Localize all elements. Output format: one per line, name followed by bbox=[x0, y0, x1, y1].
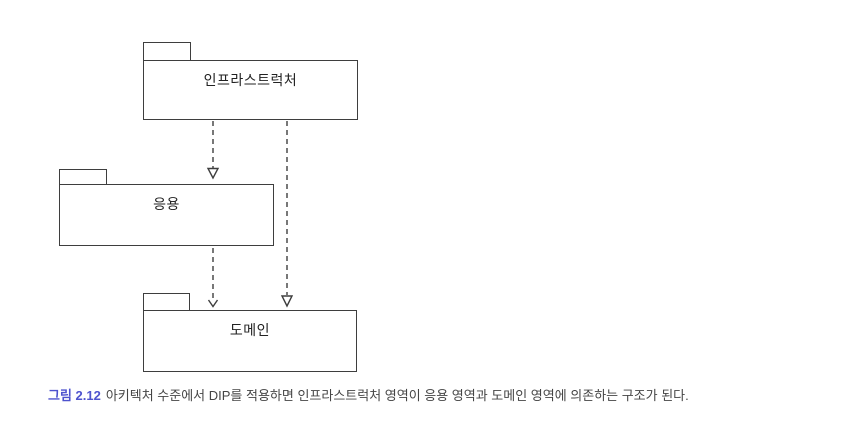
package-label-infrastructure: 인프라스트럭처 bbox=[203, 71, 298, 88]
package-infrastructure: 인프라스트럭처 bbox=[143, 42, 358, 120]
package-tab bbox=[143, 293, 190, 311]
figure-caption-text: 아키텍처 수준에서 DIP를 적용하면 인프라스트럭처 영역이 응용 영역과 도… bbox=[105, 388, 689, 403]
dependency-arrow-infrastructure-to-domain bbox=[280, 121, 294, 308]
package-label-domain: 도메인 bbox=[229, 321, 271, 338]
package-tab bbox=[143, 42, 191, 61]
package-label-application: 응용 bbox=[153, 195, 180, 212]
package-body: 응용 bbox=[59, 183, 274, 246]
package-domain: 도메인 bbox=[143, 293, 358, 372]
package-application: 응용 bbox=[59, 169, 274, 246]
package-body: 인프라스트럭처 bbox=[143, 59, 358, 120]
figure-caption: 그림 2.12 아키텍처 수준에서 DIP를 적용하면 인프라스트럭처 영역이 응… bbox=[48, 387, 689, 405]
figure-caption-number: 그림 2.12 bbox=[48, 388, 101, 403]
package-body: 도메인 bbox=[143, 309, 357, 372]
